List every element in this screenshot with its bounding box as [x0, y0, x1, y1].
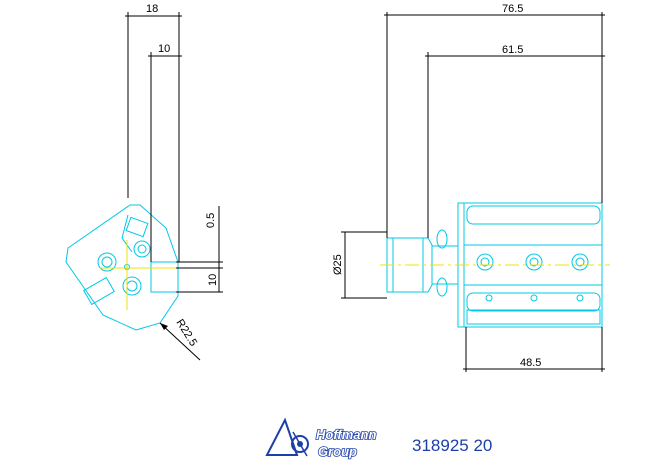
dim-48-5: 48.5: [520, 357, 541, 369]
dim-61-5: 61.5: [502, 44, 523, 56]
dim-18: 18: [146, 3, 158, 15]
dim-diameter: Ø25: [332, 254, 344, 275]
logo-line-2: Group: [318, 444, 357, 459]
hoffmann-group-logo: Hoffmann Group: [265, 417, 377, 460]
dim-10-top: 10: [158, 43, 170, 55]
end-view: [65, 12, 223, 361]
dim-10-side: 10: [207, 274, 219, 286]
logo-line-1: Hoffmann: [316, 427, 376, 442]
side-view: [341, 12, 610, 372]
dim-radius: R22.5: [173, 317, 199, 348]
dim-0-5: 0.5: [205, 213, 217, 228]
dim-76-5: 76.5: [502, 3, 523, 15]
part-number: 318925 20: [412, 436, 493, 455]
